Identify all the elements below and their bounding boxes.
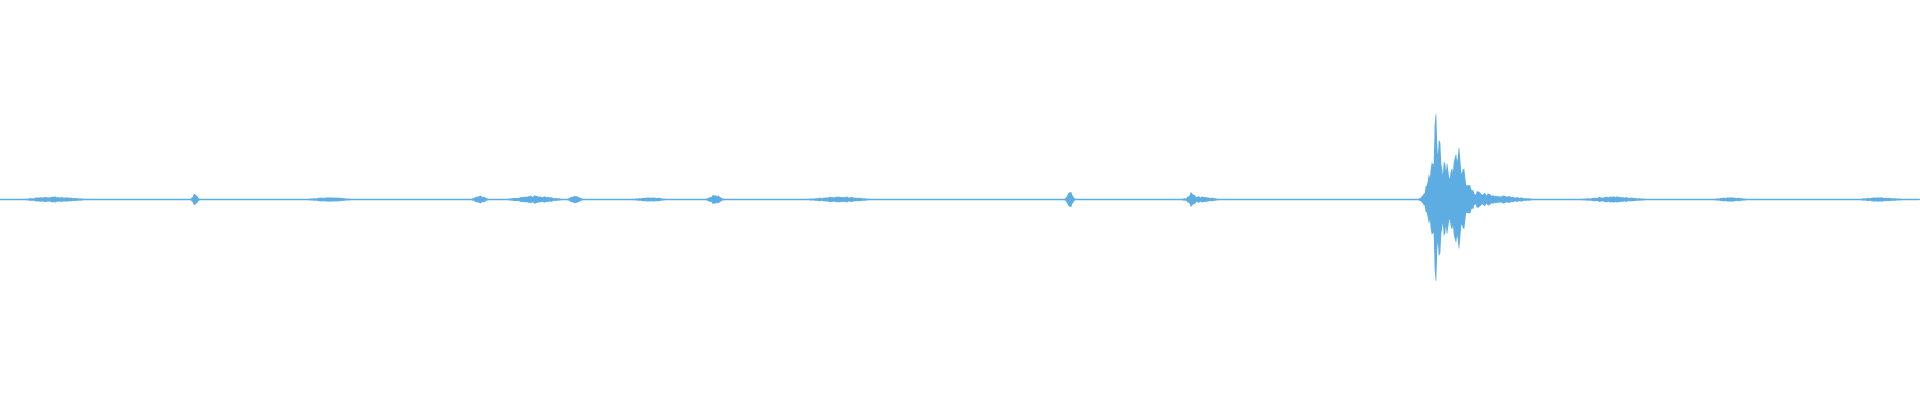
waveform-amplitude [0, 113, 1920, 281]
